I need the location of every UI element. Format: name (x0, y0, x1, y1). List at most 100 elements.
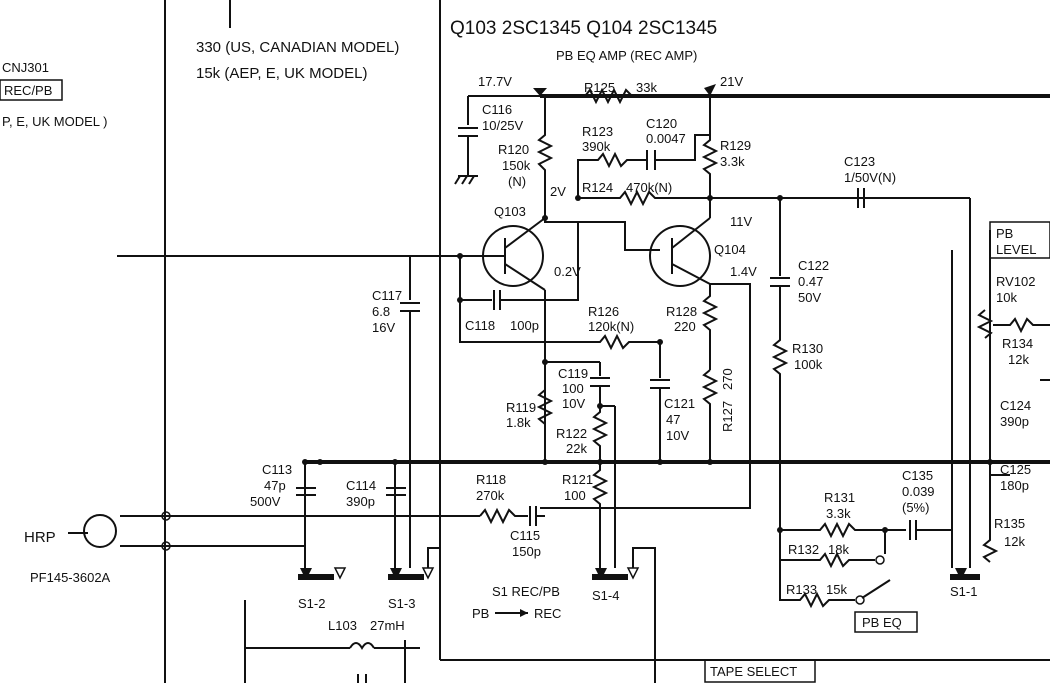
pb-level-label-2: LEVEL (996, 242, 1036, 257)
r121-resistor (591, 462, 609, 568)
r122-resistor (591, 386, 609, 462)
r126-label: R126 (588, 304, 619, 319)
junction-dot (542, 359, 548, 365)
r129-label: R129 (720, 138, 751, 153)
c118-right-wire (500, 222, 579, 301)
note-model-line-2: 15k (AEP, E, UK MODEL) (196, 65, 367, 82)
q104-transistor (649, 225, 711, 287)
r127-value: 270 (720, 368, 735, 390)
r126-resistor (459, 300, 660, 351)
tape-select-label: TAPE SELECT (710, 664, 797, 679)
r124-resistor (578, 189, 710, 207)
r131-resistor (780, 521, 906, 539)
switch-dir-pb: PB (472, 606, 489, 621)
r123-value: 390k (582, 139, 611, 154)
c119-value-2: 10V (562, 396, 585, 411)
l103-label: L103 (328, 618, 357, 633)
c121-value-1: 47 (666, 412, 680, 427)
q104-collector (671, 217, 711, 249)
junction-dot (542, 215, 548, 221)
s1-3-label: S1-3 (388, 596, 415, 611)
c122-label: C122 (798, 258, 829, 273)
r119-value: 1.8k (506, 415, 531, 430)
pb-level-label-1: PB (996, 226, 1013, 241)
c123-value: 1/50V(N) (844, 170, 896, 185)
r133-label: R133 (786, 582, 817, 597)
r118-label: R118 (476, 472, 506, 487)
s1-1-label: S1-1 (950, 584, 977, 599)
junction-dot (575, 195, 581, 201)
rv102-value: 10k (996, 290, 1017, 305)
r128-resistor (701, 284, 719, 370)
r135-value: 12k (1004, 534, 1025, 549)
r131-label: R131 (824, 490, 855, 505)
ground-hatch-3 (468, 175, 475, 185)
c120-label: C120 (646, 116, 677, 131)
title-transistors: Q103 2SC1345 Q104 2SC1345 (450, 18, 717, 39)
c117-value-1: 6.8 (372, 304, 390, 319)
c120-value: 0.0047 (646, 131, 686, 146)
pb-eq-box (854, 611, 918, 633)
c122-value-1: 0.47 (798, 274, 823, 289)
c124-value: 390p (1000, 414, 1029, 429)
title-subtitle: PB EQ AMP (REC AMP) (556, 48, 697, 63)
c113-value-2: 500V (250, 494, 281, 509)
q104-label: Q104 (714, 242, 746, 257)
head-part-label: PF145-3602A (30, 570, 111, 585)
q103-label: Q103 (494, 204, 526, 219)
r118-value: 270k (476, 488, 505, 503)
r120-resistor (536, 96, 554, 218)
r129-value: 3.3k (720, 154, 745, 169)
junction-dot (707, 459, 713, 465)
voltage-marker-17-7 (533, 88, 547, 96)
c116-value: 10/25V (482, 118, 524, 133)
pb-eq-switch-node-2 (855, 595, 865, 605)
r135-resistor (982, 505, 999, 563)
r120-value: 150k (502, 158, 531, 173)
r132-label: R132 (788, 542, 819, 557)
c118-value: 100p (510, 318, 539, 333)
voltage-marker-21 (704, 84, 716, 96)
switch-direction-arrowhead (520, 609, 528, 617)
s1-2-open-contact (333, 567, 347, 580)
r124-label: R124 (582, 180, 613, 195)
s1-1-bar (950, 574, 980, 580)
junction-dot (317, 459, 323, 465)
c121-value-2: 10V (666, 428, 689, 443)
junction-dot (987, 459, 993, 465)
voltage-2: 2V (550, 184, 566, 199)
r135-label: R135 (994, 516, 1025, 531)
r127-resistor (701, 369, 719, 462)
s1-3-tail (427, 547, 440, 568)
switch-dir-rec: REC (534, 606, 561, 621)
s1-3-open-contact (421, 567, 435, 580)
terminal-node (161, 541, 171, 551)
r134-label: R134 (1002, 336, 1033, 351)
r125-resistor (540, 87, 710, 105)
s1-4-tail (632, 547, 656, 683)
ground-hatch-2 (461, 175, 468, 185)
junction-dot (657, 339, 663, 345)
c135-value-2: (5%) (902, 500, 929, 515)
r134-value: 12k (1008, 352, 1029, 367)
hrp-head-symbol (83, 514, 117, 548)
s1-4-open-contact (626, 567, 640, 580)
r124-value: 470k(N) (626, 180, 672, 195)
r128-value: 220 (674, 319, 696, 334)
r121-label: R121 (562, 472, 593, 487)
c123-label: C123 (844, 154, 875, 169)
r119-label: R119 (506, 400, 536, 415)
c125-label: C125 (1000, 462, 1031, 477)
c113-label: C113 (262, 462, 292, 477)
r125-label: R125 (584, 80, 615, 95)
tape-select-box (704, 659, 816, 683)
c115-label: C115 (510, 528, 540, 543)
r130-value: 100k (794, 357, 823, 372)
r119-resistor (536, 389, 554, 425)
c125-value: 180p (1000, 478, 1029, 493)
r125-value: 33k (636, 80, 657, 95)
r120-label: R120 (498, 142, 529, 157)
jack-id: CNJ301 (2, 60, 49, 75)
c117-label: C117 (372, 288, 402, 303)
